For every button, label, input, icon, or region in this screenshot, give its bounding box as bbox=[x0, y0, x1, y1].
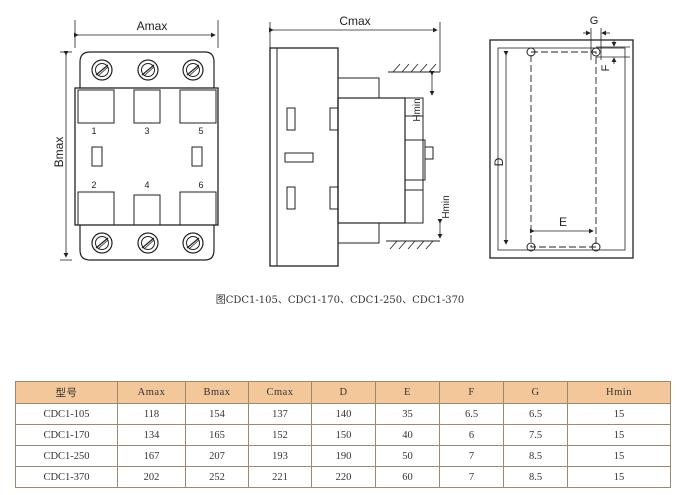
dimension-drawing: Amax Bmax 1 3 5 2 4 6 bbox=[52, 14, 634, 267]
front-screws bbox=[91, 59, 204, 254]
cell-model: CDC1-370 bbox=[15, 466, 118, 488]
spec-table: 型号 Amax Bmax Cmax D E F G Hmin CDC1-105 … bbox=[15, 381, 671, 488]
cell-e: 60 bbox=[375, 466, 440, 488]
terminal-6: 6 bbox=[198, 180, 203, 190]
table-row: CDC1-370 202 252 221 220 60 7 8.5 15 bbox=[15, 466, 671, 488]
cell-e: 50 bbox=[375, 445, 440, 467]
label-e: E bbox=[559, 215, 567, 229]
front-view bbox=[60, 20, 219, 261]
cell-d: 150 bbox=[311, 424, 376, 446]
cell-cmax: 221 bbox=[248, 466, 312, 488]
header-model: 型号 bbox=[15, 381, 118, 404]
cell-cmax: 137 bbox=[248, 403, 312, 425]
terminal-2: 2 bbox=[91, 180, 96, 190]
cell-hmin: 15 bbox=[567, 403, 671, 425]
terminal-numbers: 1 3 5 2 4 6 bbox=[91, 126, 203, 190]
cell-f: 6 bbox=[439, 424, 504, 446]
cell-f: 7 bbox=[439, 466, 504, 488]
cell-cmax: 193 bbox=[248, 445, 312, 467]
cell-d: 220 bbox=[311, 466, 376, 488]
cell-cmax: 152 bbox=[248, 424, 312, 446]
header-bmax: Bmax bbox=[185, 381, 249, 404]
figure-caption: 图CDC1-105、CDC1-170、CDC1-250、CDC1-370 bbox=[215, 295, 465, 306]
cell-model: CDC1-105 bbox=[15, 403, 118, 425]
cell-hmin: 15 bbox=[567, 466, 671, 488]
header-hmin: Hmin bbox=[567, 381, 671, 404]
table-row: CDC1-105 118 154 137 140 35 6.5 6.5 15 bbox=[15, 403, 671, 425]
cell-bmax: 165 bbox=[185, 424, 249, 446]
label-d: D bbox=[492, 157, 506, 166]
header-e: E bbox=[375, 381, 440, 404]
table-row: CDC1-170 134 165 152 150 40 6 7.5 15 bbox=[15, 424, 671, 446]
cell-amax: 134 bbox=[117, 424, 186, 446]
cell-d: 190 bbox=[311, 445, 376, 467]
terminal-5: 5 bbox=[198, 126, 203, 136]
header-d: D bbox=[311, 381, 376, 404]
cell-e: 35 bbox=[375, 403, 440, 425]
cell-bmax: 154 bbox=[185, 403, 249, 425]
cell-bmax: 252 bbox=[185, 466, 249, 488]
cell-g: 7.5 bbox=[503, 424, 568, 446]
label-hmin-top: Hmin bbox=[412, 98, 423, 121]
cell-f: 6.5 bbox=[439, 403, 504, 425]
cell-hmin: 15 bbox=[567, 424, 671, 446]
header-f: F bbox=[439, 381, 504, 404]
label-bmax: Bmax bbox=[52, 137, 66, 168]
cell-model: CDC1-250 bbox=[15, 445, 118, 467]
label-f: F bbox=[600, 64, 612, 71]
cell-g: 6.5 bbox=[503, 403, 568, 425]
cell-hmin: 15 bbox=[567, 445, 671, 467]
cell-g: 8.5 bbox=[503, 466, 568, 488]
cell-amax: 167 bbox=[117, 445, 186, 467]
table-header-row: 型号 Amax Bmax Cmax D E F G Hmin bbox=[15, 381, 671, 404]
mounting-view bbox=[489, 28, 634, 259]
cell-d: 140 bbox=[311, 403, 376, 425]
terminal-4: 4 bbox=[144, 180, 149, 190]
cell-f: 7 bbox=[439, 445, 504, 467]
label-cmax: Cmax bbox=[339, 14, 370, 28]
label-hmin-bottom: Hmin bbox=[441, 195, 452, 218]
side-view bbox=[269, 22, 443, 267]
cell-bmax: 207 bbox=[185, 445, 249, 467]
header-g: G bbox=[503, 381, 568, 404]
table-row: CDC1-250 167 207 193 190 50 7 8.5 15 bbox=[15, 445, 671, 467]
label-g: G bbox=[590, 15, 599, 27]
cell-model: CDC1-170 bbox=[15, 424, 118, 446]
header-cmax: Cmax bbox=[248, 381, 312, 404]
cell-amax: 202 bbox=[117, 466, 186, 488]
terminal-1: 1 bbox=[91, 126, 96, 136]
cell-g: 8.5 bbox=[503, 445, 568, 467]
cell-amax: 118 bbox=[117, 403, 186, 425]
label-amax: Amax bbox=[137, 19, 168, 33]
terminal-3: 3 bbox=[144, 126, 149, 136]
cell-e: 40 bbox=[375, 424, 440, 446]
header-amax: Amax bbox=[117, 381, 186, 404]
